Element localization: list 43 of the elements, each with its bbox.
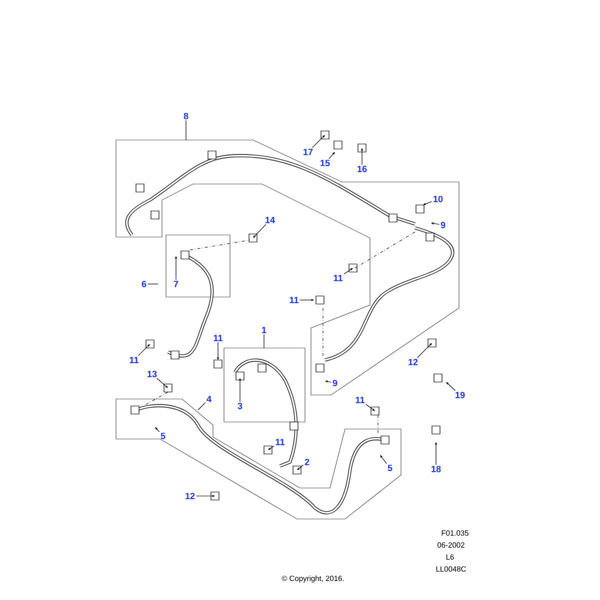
callout-number: 18 — [432, 466, 441, 472]
callout-number: 5 — [160, 432, 166, 440]
callout-number: 17 — [304, 148, 313, 156]
callout-number: 14 — [266, 216, 275, 224]
callout-number: 9 — [332, 380, 338, 386]
leader-line — [268, 446, 274, 450]
callout-number: 12 — [186, 492, 195, 500]
leader-line — [328, 152, 335, 159]
callout-number: 9 — [440, 222, 446, 228]
callout-number: 11 — [214, 334, 222, 342]
callout-number: 11 — [276, 438, 284, 446]
callout-number: 4 — [206, 396, 212, 402]
leader-line — [253, 224, 266, 238]
leader-line — [344, 268, 353, 274]
leader-line — [446, 382, 456, 391]
callout-number: 11 — [334, 274, 342, 282]
callout-number: 11 — [356, 396, 364, 404]
callout-number: 2 — [304, 458, 310, 466]
callout-number: 11 — [290, 296, 298, 304]
callout-number: 7 — [174, 280, 178, 288]
callout-number: 13 — [148, 370, 157, 378]
leader-line — [312, 135, 325, 148]
leader-line — [156, 378, 168, 388]
leader-line — [417, 343, 432, 358]
leader-line — [155, 427, 160, 432]
leader-line — [431, 222, 440, 225]
callout-number: 1 — [262, 326, 266, 334]
leader-line — [198, 402, 206, 410]
callout-number: 11 — [130, 356, 138, 364]
callout-number: 8 — [184, 112, 188, 120]
leader-line — [423, 201, 432, 206]
callout-number: 6 — [142, 280, 146, 288]
callout-number: 15 — [320, 160, 330, 166]
callout-number: 5 — [388, 464, 392, 472]
callout-number: 3 — [238, 402, 242, 410]
leader-line — [297, 464, 304, 470]
leader-line — [366, 404, 375, 411]
callout-number: 19 — [456, 392, 465, 398]
callout-number: 12 — [408, 358, 418, 366]
leader-line — [138, 344, 150, 356]
leader-line — [380, 455, 387, 464]
callout-number: 16 — [358, 166, 367, 172]
callout-number: 10 — [434, 196, 443, 202]
